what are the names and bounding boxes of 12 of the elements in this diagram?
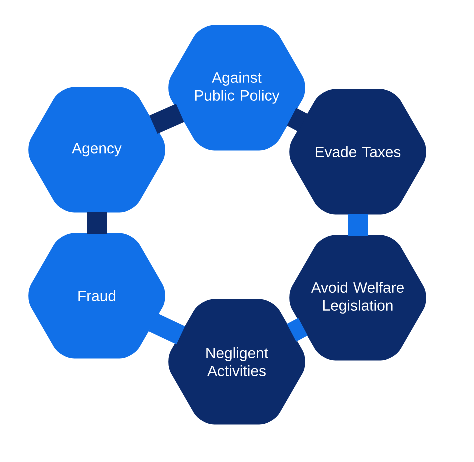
connector-bar xyxy=(287,108,308,132)
hexagon-node: Agency xyxy=(28,86,166,214)
hexagon-node: Fraud xyxy=(28,232,166,360)
connector-bar xyxy=(87,212,107,234)
connector-bar xyxy=(150,104,184,134)
hexagon-node: Evade Taxes xyxy=(288,88,428,216)
connector-bar xyxy=(348,214,368,236)
hexagon-node: Avoid Welfare Legislation xyxy=(288,234,428,362)
hexagon-node: Negligent Activities xyxy=(168,298,306,426)
connector-bar xyxy=(148,313,186,345)
hexagon-node: Against Public Policy xyxy=(168,24,306,152)
connector-bar xyxy=(287,318,308,342)
